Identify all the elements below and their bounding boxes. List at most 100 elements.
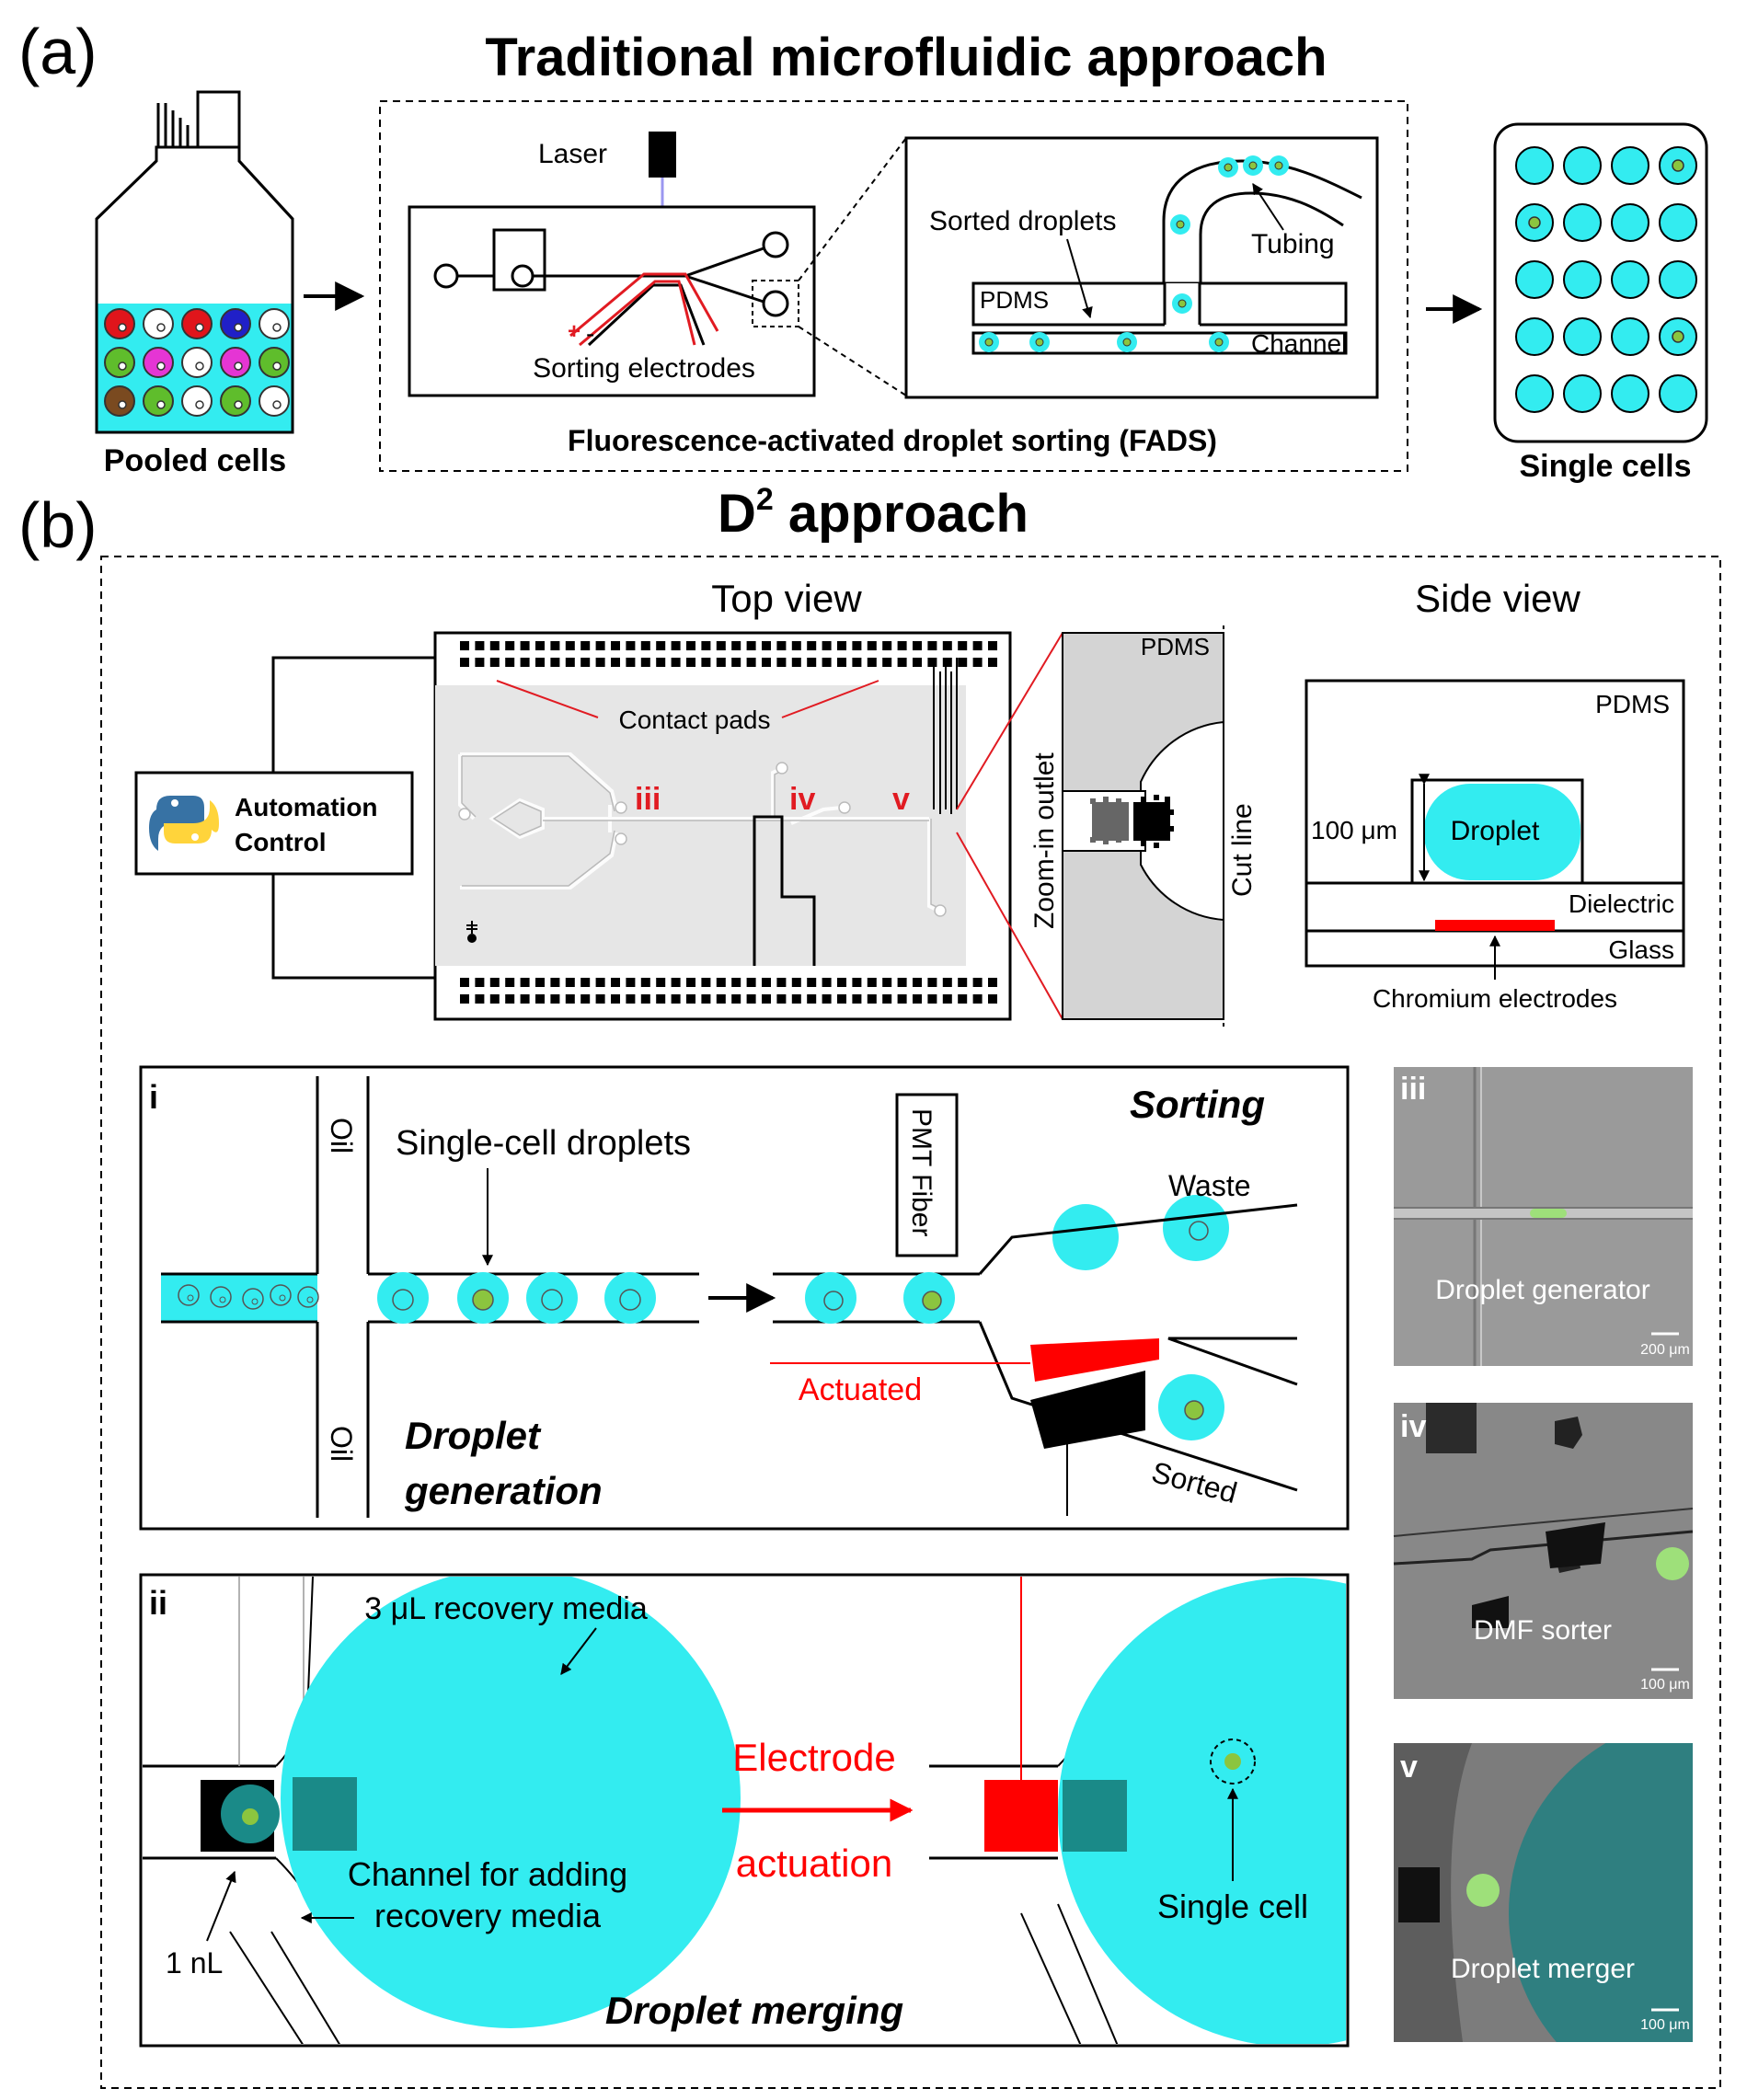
flask-cell [104, 385, 135, 417]
contact-pad [475, 994, 485, 1004]
fads-label: Fluorescence-activated droplet sorting (… [568, 424, 1217, 457]
sorter-droplet [1163, 1195, 1229, 1261]
contact-pad [595, 978, 605, 987]
generation-line1: Droplet [405, 1414, 542, 1457]
pdms-label-b: PDMS [1141, 633, 1210, 660]
contact-pad [822, 641, 832, 650]
contact-pad [867, 994, 877, 1004]
actuated-label: Actuated [799, 1372, 922, 1407]
contact-pad [656, 641, 666, 650]
droplet-cell [392, 1289, 414, 1311]
electrode-line1: Electrode [732, 1736, 895, 1779]
contact-pad [550, 978, 560, 987]
contact-pad [489, 978, 500, 987]
well-cell [1672, 159, 1684, 172]
contact-pad [535, 641, 545, 650]
well [1563, 260, 1602, 299]
cell-nucleus [195, 400, 204, 409]
contact-pad [640, 641, 650, 650]
droplet-cell [1176, 220, 1185, 229]
automation-line2: Control [235, 828, 327, 856]
sorted-droplets-label: Sorted droplets [929, 206, 1116, 236]
sorter-droplets [805, 1195, 1229, 1440]
contact-pad [762, 658, 771, 667]
flask-cell [104, 308, 135, 339]
contact-pad [565, 658, 575, 667]
contact-pad [595, 994, 605, 1004]
contact-pad [520, 978, 530, 987]
zoom-line-bottom [798, 326, 907, 396]
contact-pad [867, 978, 877, 987]
droplet-cell [1035, 338, 1044, 347]
well [1659, 374, 1697, 413]
contact-pad [489, 994, 500, 1004]
cell-nucleus [156, 323, 166, 332]
contact-pad [731, 641, 741, 650]
contact-pad [550, 658, 560, 667]
contact-pad [640, 994, 650, 1004]
contact-pad [475, 978, 485, 987]
well [1611, 260, 1649, 299]
stream-cell [210, 1286, 232, 1308]
contact-pad [701, 641, 711, 650]
contact-pad [927, 641, 937, 650]
single-cell-droplets-label: Single-cell droplets [396, 1124, 691, 1163]
cell-nucleus [156, 361, 166, 371]
contact-pad [671, 978, 681, 987]
micrograph-v: v Droplet merger 100 μm [1394, 1743, 1693, 2042]
contact-pad [686, 658, 695, 667]
panel-a-title: Traditional microfluidic approach [485, 28, 1327, 87]
pooled-cells-label: Pooled cells [104, 443, 286, 478]
well [1515, 260, 1554, 299]
contact-pad [460, 658, 469, 667]
flask-cell [220, 385, 251, 417]
well-cell [1672, 330, 1684, 343]
python-logo-icon [149, 796, 219, 851]
micrograph-v-scale: 100 μm [1640, 2017, 1690, 2033]
zoom-outlet-label: Zoom-in outlet [1029, 752, 1060, 929]
flask-cell [181, 308, 213, 339]
contact-pad [897, 641, 907, 650]
sorting-electrodes-label: Sorting electrodes [533, 353, 755, 384]
contact-pad [716, 641, 726, 650]
micrograph-v-numeral: v [1400, 1750, 1418, 1784]
contact-pad [927, 994, 937, 1004]
side-view-label: Side view [1415, 577, 1580, 620]
droplet-cell [472, 1289, 494, 1311]
contact-pad [822, 994, 832, 1004]
droplet-cell [1274, 161, 1283, 170]
single-cell-merge-label: Single cell [1157, 1888, 1308, 1925]
micrograph-iii: iii Droplet generator 200 μm [1394, 1067, 1693, 1366]
culture-flask [95, 90, 294, 434]
droplet-cell [1184, 1400, 1204, 1420]
cell-nucleus [234, 361, 243, 371]
flask-cell [220, 347, 251, 378]
single-cells-label: Single cells [1519, 449, 1691, 484]
contact-pad [671, 994, 681, 1004]
zoom-outlet-panel: PDMS Zoom-in outlet Cut line [1029, 625, 1258, 1028]
contact-pads-bottom [460, 978, 997, 1004]
panel-b-letter: (b) [18, 489, 98, 561]
droplet-cell [1224, 163, 1233, 172]
contact-pad [762, 994, 771, 1004]
chromium-label: Chromium electrodes [1373, 984, 1617, 1013]
contact-pad [988, 658, 997, 667]
contact-pad [731, 658, 741, 667]
micrograph-iii-scale: 200 μm [1640, 1342, 1690, 1358]
channel-label: Channel [1251, 329, 1347, 358]
contact-pad [913, 978, 922, 987]
title-rest: approach [774, 484, 1029, 544]
cell-nucleus [118, 323, 127, 332]
cell-nucleus [118, 400, 127, 409]
contact-pad [807, 978, 817, 987]
panel-i-numeral: i [149, 1078, 158, 1116]
laser-label: Laser [538, 139, 607, 169]
well [1611, 203, 1649, 242]
panel-a: (a) Traditional microfluidic approach Po… [18, 16, 1708, 484]
fads-dashed-box [379, 100, 1408, 472]
channel-adding-line1: Channel for adding [348, 1855, 627, 1893]
generation-line2: generation [404, 1469, 603, 1512]
contact-pad [852, 658, 862, 667]
contact-pad [611, 994, 620, 1004]
